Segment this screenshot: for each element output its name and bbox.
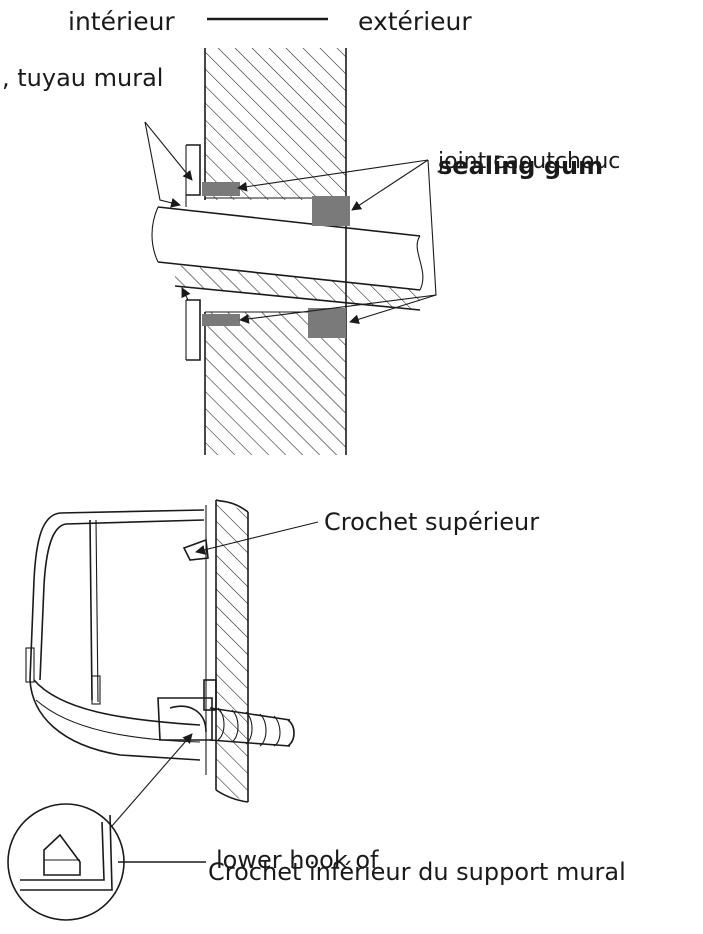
sealing-gum-top-outer bbox=[312, 196, 350, 226]
upper-hook bbox=[182, 538, 209, 561]
sealing-gum-bottom-outer bbox=[308, 308, 346, 338]
top-diagram: intérieur extérieur , tuyau mural bbox=[2, 7, 620, 455]
label-upper-hook: Crochet supérieur bbox=[324, 508, 539, 536]
leader-lower-hook bbox=[111, 733, 193, 827]
detail-circle bbox=[7, 803, 206, 921]
wall-section bbox=[204, 48, 347, 455]
label-sealing-gum: sealing gum bbox=[438, 152, 603, 180]
label-exterior: extérieur bbox=[358, 7, 472, 36]
pipe-bundle bbox=[209, 707, 295, 747]
lower-hook bbox=[157, 679, 217, 741]
sealing-gum-bottom-inner bbox=[202, 314, 240, 326]
bottom-diagram: Crochet supérieur lower hook of Crochet … bbox=[7, 499, 626, 921]
label-interior: intérieur bbox=[68, 7, 175, 36]
label-lower-hook-french: Crochet inférieur du support mural bbox=[208, 858, 626, 886]
leader-upper-hook bbox=[195, 521, 319, 555]
top-leader-lines bbox=[144, 121, 437, 325]
sealing-gum-blocks bbox=[202, 182, 350, 338]
mounting-wall bbox=[205, 499, 249, 803]
sealing-gum-top-inner bbox=[202, 182, 240, 196]
label-sealing-rubber: joint caoutchouc bbox=[437, 149, 620, 174]
indoor-unit bbox=[25, 509, 205, 761]
label-lower-hook-english: lower hook of bbox=[216, 846, 379, 874]
label-wall-pipe: , tuyau mural bbox=[2, 64, 163, 92]
